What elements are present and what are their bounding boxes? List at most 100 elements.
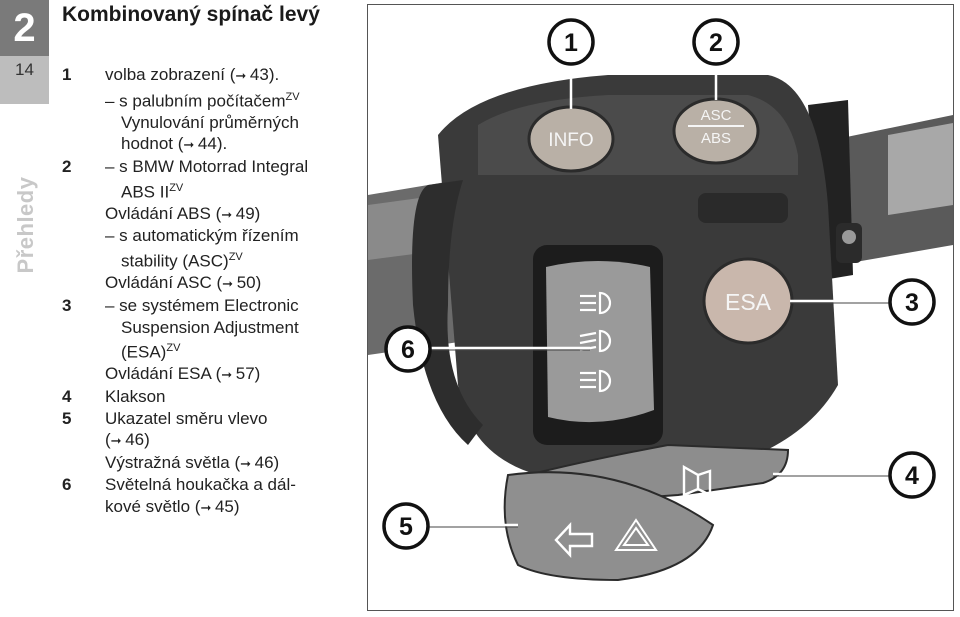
chapter-label: Přehledy (13, 176, 38, 274)
option-marker: ZV (285, 90, 300, 103)
asc-label: ASC (701, 107, 732, 124)
esa-label: ESA (725, 289, 772, 315)
page-reference[interactable]: ➞ 50) (222, 273, 261, 292)
arrow-right-icon: ➞ (222, 276, 237, 292)
svg-text:1: 1 (564, 29, 578, 57)
item-line: (➞ 46) (105, 429, 362, 452)
item-text: volba zobrazení ( (105, 65, 236, 84)
switch-illustration: INFO ASC ABS ESA (368, 18, 953, 582)
item-line: Výstražná světla (➞ 46) (105, 452, 362, 475)
high-beam-icon (580, 291, 612, 315)
handlebar-chrome (888, 123, 953, 215)
item-line: – s BMW Motorrad Integral (105, 156, 362, 178)
callout-lines (428, 65, 890, 527)
page-reference[interactable]: ➞ 57) (221, 364, 260, 383)
item-line: Ukazatel směru vlevo (105, 408, 362, 430)
reference-value: 49) (235, 203, 261, 223)
item-number: 2 (62, 157, 72, 177)
item-line: hodnot (➞ 44). (105, 133, 362, 156)
page-number: 14 (15, 60, 34, 79)
reference-value: 44). (197, 134, 228, 154)
callout-6: 6 (384, 325, 432, 373)
item-text: – se systémem Electronic (105, 295, 299, 315)
arrow-right-icon: ➞ (183, 137, 198, 153)
item-text: Suspension Adjustment (121, 317, 299, 337)
list-item: 6 Světelná houkačka a dál-kové světlo (➞ … (62, 474, 362, 518)
item-line: Ovládání ABS (➞ 49) (105, 203, 362, 226)
page-reference[interactable]: ➞ 45) (200, 497, 239, 516)
item-text: hodnot ( (121, 134, 184, 154)
item-text: ABS II (121, 182, 170, 202)
item-text: Vynulování průměrných (121, 112, 299, 132)
item-text: stability (ASC) (121, 251, 229, 271)
item-text: – s BMW Motorrad Integral (105, 157, 309, 177)
arrow-right-icon: ➞ (110, 433, 126, 449)
item-line: Klakson (105, 386, 362, 408)
reference-value: 57) (235, 364, 261, 384)
svg-text:3: 3 (905, 289, 919, 317)
callout-line-edges (428, 302, 890, 528)
svg-text:4: 4 (905, 462, 919, 490)
page-reference[interactable]: ➞ 44). (183, 134, 227, 153)
chapter-tab: 2 14 (0, 0, 49, 104)
item-number: 4 (62, 386, 72, 406)
chapter-number: 2 (0, 0, 49, 56)
svg-text:6: 6 (401, 336, 415, 364)
hazard-icon (614, 518, 658, 551)
arrow-right-icon: ➞ (221, 367, 236, 383)
item-text: (ESA) (121, 342, 167, 362)
item-line: kové světlo (➞ 45) (105, 496, 362, 519)
item-line: ABS IIZV (105, 178, 362, 203)
item-line: – s palubním počítačemZV (105, 87, 362, 112)
item-number: 3 (62, 295, 72, 315)
housing-slot (698, 193, 788, 223)
option-marker: ZV (166, 342, 181, 355)
item-text: Ukazatel směru vlevo (105, 408, 268, 428)
svg-text:5: 5 (399, 513, 413, 541)
item-line: Ovládání ESA (➞ 57) (105, 363, 362, 386)
item-number: 1 (62, 65, 72, 84)
reference-value: 45) (214, 496, 240, 516)
item-text: Ovládání ASC ( (105, 273, 223, 293)
list-item: 4 Klakson (62, 386, 362, 408)
turn-signal-paddle (503, 471, 715, 582)
callout-4: 4 (888, 451, 936, 499)
reference-value: 46) (254, 452, 280, 472)
screw-head (842, 230, 856, 244)
item-text: Světelná houkačka a dál- (105, 475, 296, 495)
chapter-side-label: Přehledy (6, 160, 46, 290)
figure-switch-photo: INFO ASC ABS ESA (367, 4, 954, 611)
page-reference[interactable]: ➞ 46) (111, 430, 150, 449)
item-line: volba zobrazení (➞ 43). (105, 64, 362, 87)
page-reference[interactable]: ➞ 43). (235, 65, 279, 84)
left-arrow-icon (554, 521, 594, 559)
arrow-right-icon: ➞ (235, 68, 250, 83)
arrow-right-icon: ➞ (240, 455, 255, 471)
item-line: Světelná houkačka a dál- (105, 474, 362, 496)
item-number: 6 (62, 475, 72, 495)
callout-1: 1 (547, 18, 595, 66)
item-text: Ovládání ABS ( (105, 203, 222, 223)
page-reference[interactable]: ➞ 49) (221, 204, 260, 223)
item-line: Suspension Adjustment (105, 317, 362, 339)
item-line: – s automatickým řízením (105, 225, 362, 247)
item-text: ( (105, 430, 111, 450)
item-text: – s automatickým řízením (105, 226, 299, 246)
option-marker: ZV (228, 251, 243, 264)
reference-value: 46) (125, 430, 150, 450)
housing-ring (412, 180, 483, 445)
item-number: 5 (62, 408, 72, 428)
page-title: Kombinovaný spínač levý (62, 3, 320, 26)
abs-label: ABS (701, 130, 731, 147)
flash-beam-icon (580, 369, 612, 393)
callout-2: 2 (692, 18, 740, 66)
item-text: Ovládání ESA ( (105, 364, 222, 384)
callout-5: 5 (382, 502, 430, 550)
item-line: stability (ASC)ZV (105, 247, 362, 272)
reference-value: 43). (249, 65, 280, 84)
horn-icon (682, 464, 712, 497)
page-reference[interactable]: ➞ 46) (240, 453, 279, 472)
